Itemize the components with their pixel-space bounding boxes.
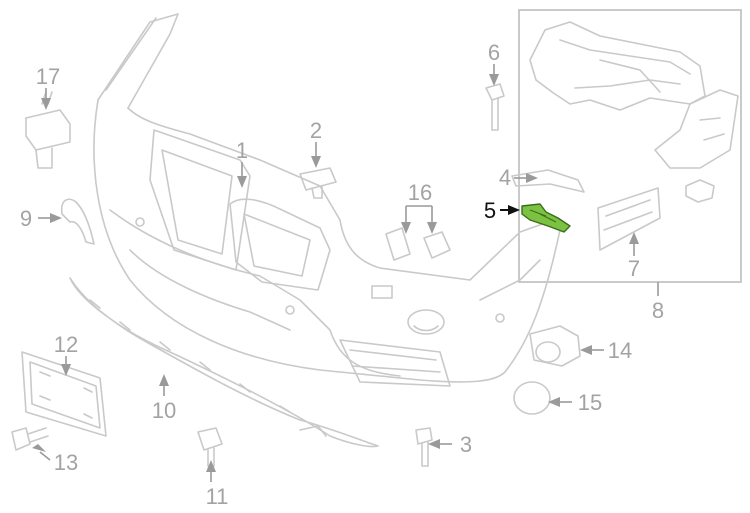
part-8-upper-bracket [529, 21, 739, 169]
part-13-bolt [11, 427, 49, 451]
part-15-cap [513, 381, 551, 415]
part-7-panel [597, 187, 661, 251]
callout-16: 16 [408, 180, 432, 205]
callout-12: 12 [54, 332, 78, 357]
part-6-screw [485, 83, 505, 131]
callout-17: 17 [36, 64, 60, 89]
callout-labels: 1 2 3 4 5 6 7 8 9 10 11 12 13 14 15 16 1… [20, 40, 664, 509]
callout-3: 3 [460, 432, 472, 457]
callout-4: 4 [499, 165, 511, 190]
callout-10: 10 [152, 398, 176, 423]
part-5-bracket-highlighted [521, 203, 571, 233]
callout-9: 9 [20, 206, 32, 231]
callout-8: 8 [652, 298, 664, 323]
part-3-screw [415, 427, 433, 467]
callout-6: 6 [488, 40, 500, 65]
inset-box-part-8 [518, 9, 742, 283]
part-1-bumper [93, 13, 561, 387]
part-2-clip [299, 167, 337, 199]
part-9-cap [60, 198, 95, 245]
callout-13: 13 [54, 450, 78, 475]
callout-15: 15 [578, 390, 602, 415]
part-14-sensor-holder [529, 325, 581, 367]
callout-11: 11 [206, 484, 229, 509]
callout-14: 14 [608, 338, 632, 363]
callout-7: 7 [628, 256, 640, 281]
part-8-clip [685, 179, 715, 203]
part-12-plate-bracket [21, 351, 107, 437]
part-16-brackets [385, 227, 451, 261]
part-10-spoiler-strip [69, 277, 379, 448]
part-11-screw [197, 427, 223, 467]
leaders [32, 64, 659, 482]
callout-2: 2 [310, 118, 322, 143]
callout-5: 5 [484, 198, 496, 223]
part-4-strip [511, 169, 585, 193]
callout-1: 1 [236, 138, 248, 163]
